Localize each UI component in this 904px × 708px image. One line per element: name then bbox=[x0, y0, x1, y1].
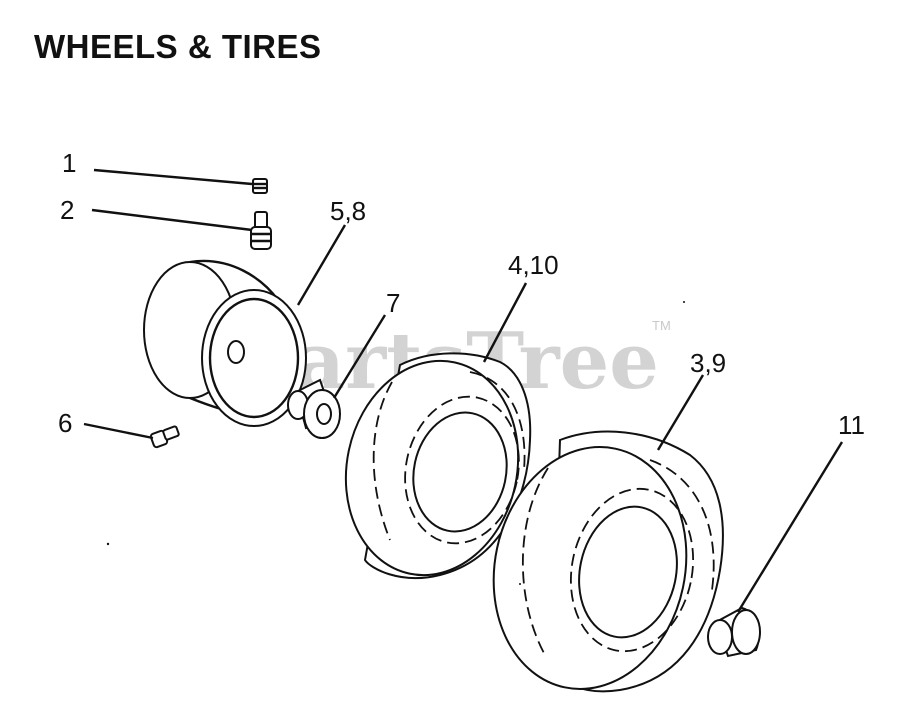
leader-line-58 bbox=[296, 224, 347, 306]
rear-tire-part[interactable] bbox=[472, 429, 724, 707]
trademark: TM bbox=[652, 318, 671, 333]
hub-cap-part[interactable] bbox=[707, 606, 761, 658]
speck bbox=[106, 542, 110, 546]
callout-11: 11 bbox=[838, 410, 865, 440]
leader-line-1 bbox=[93, 168, 253, 186]
grease-fitting-part[interactable] bbox=[149, 425, 180, 449]
callout-4-10: 4,10 bbox=[508, 250, 559, 280]
bushing-part[interactable] bbox=[287, 378, 341, 439]
speck bbox=[519, 583, 521, 585]
leader-line-6 bbox=[83, 422, 154, 440]
callout-3-9: 3,9 bbox=[690, 348, 726, 378]
callout-5-8: 5,8 bbox=[330, 196, 366, 226]
leader-line-7 bbox=[332, 314, 387, 399]
leader-line-39 bbox=[656, 374, 705, 451]
speck bbox=[683, 301, 685, 303]
callout-2: 2 bbox=[60, 195, 74, 225]
callout-1: 1 bbox=[62, 148, 76, 178]
leader-line-2 bbox=[91, 208, 253, 232]
wheel-rim-part[interactable] bbox=[143, 259, 307, 427]
leader-line-11 bbox=[736, 441, 844, 613]
page-title: WHEELS & TIRES bbox=[34, 28, 322, 65]
valve-stem-part[interactable] bbox=[250, 211, 272, 250]
leader-line-410 bbox=[482, 282, 528, 363]
front-tire-part[interactable] bbox=[326, 345, 537, 592]
callout-6: 6 bbox=[58, 408, 72, 438]
callout-7: 7 bbox=[386, 288, 400, 318]
valve-cap-part[interactable] bbox=[252, 178, 268, 194]
